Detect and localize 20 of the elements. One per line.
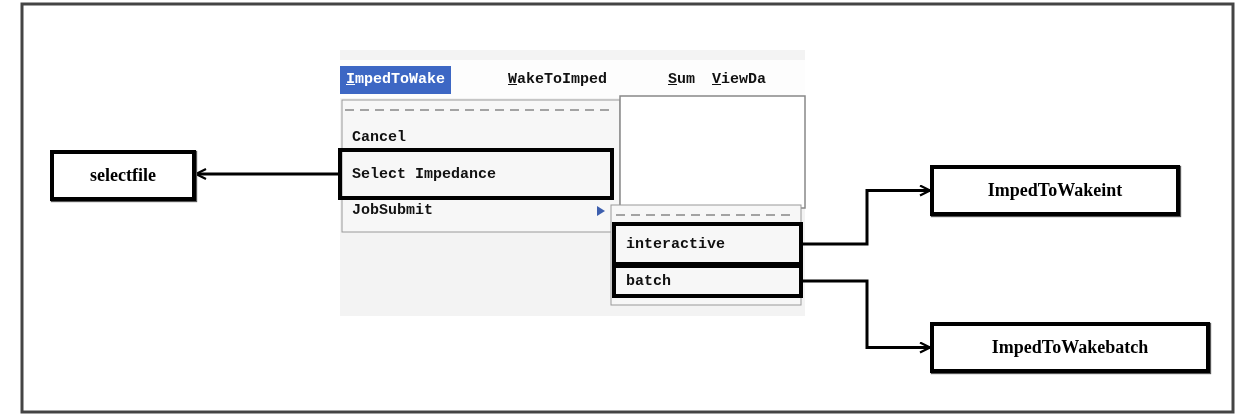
menu-bar-item: WakeToImped <box>508 70 608 90</box>
menu-item-highlight-box <box>612 222 803 266</box>
menu-item-highlight-box <box>612 264 803 298</box>
menu-bar-tab: ImpedToWake <box>340 66 452 94</box>
menu-item-label: batch <box>626 272 671 290</box>
menu-bar-item: ViewDa <box>712 70 767 90</box>
arrow <box>803 184 932 246</box>
arrow <box>803 279 932 354</box>
menu-item-label: Cancel <box>352 128 406 148</box>
node-label: selectfile <box>90 165 156 186</box>
menu-item-label: interactive <box>626 235 726 253</box>
menu-item-label: JobSubmit <box>352 201 433 221</box>
menu-bar-item: Sum <box>668 70 696 90</box>
target-box <box>930 165 1180 216</box>
node-label: ImpedToWakebatch <box>991 337 1149 358</box>
target-box <box>50 150 196 201</box>
menu-item-label: Select Impedance <box>352 165 497 183</box>
node-label: ImpedToWakeint <box>987 180 1123 201</box>
target-box <box>930 322 1210 373</box>
menu-item-highlight-box <box>338 148 614 200</box>
